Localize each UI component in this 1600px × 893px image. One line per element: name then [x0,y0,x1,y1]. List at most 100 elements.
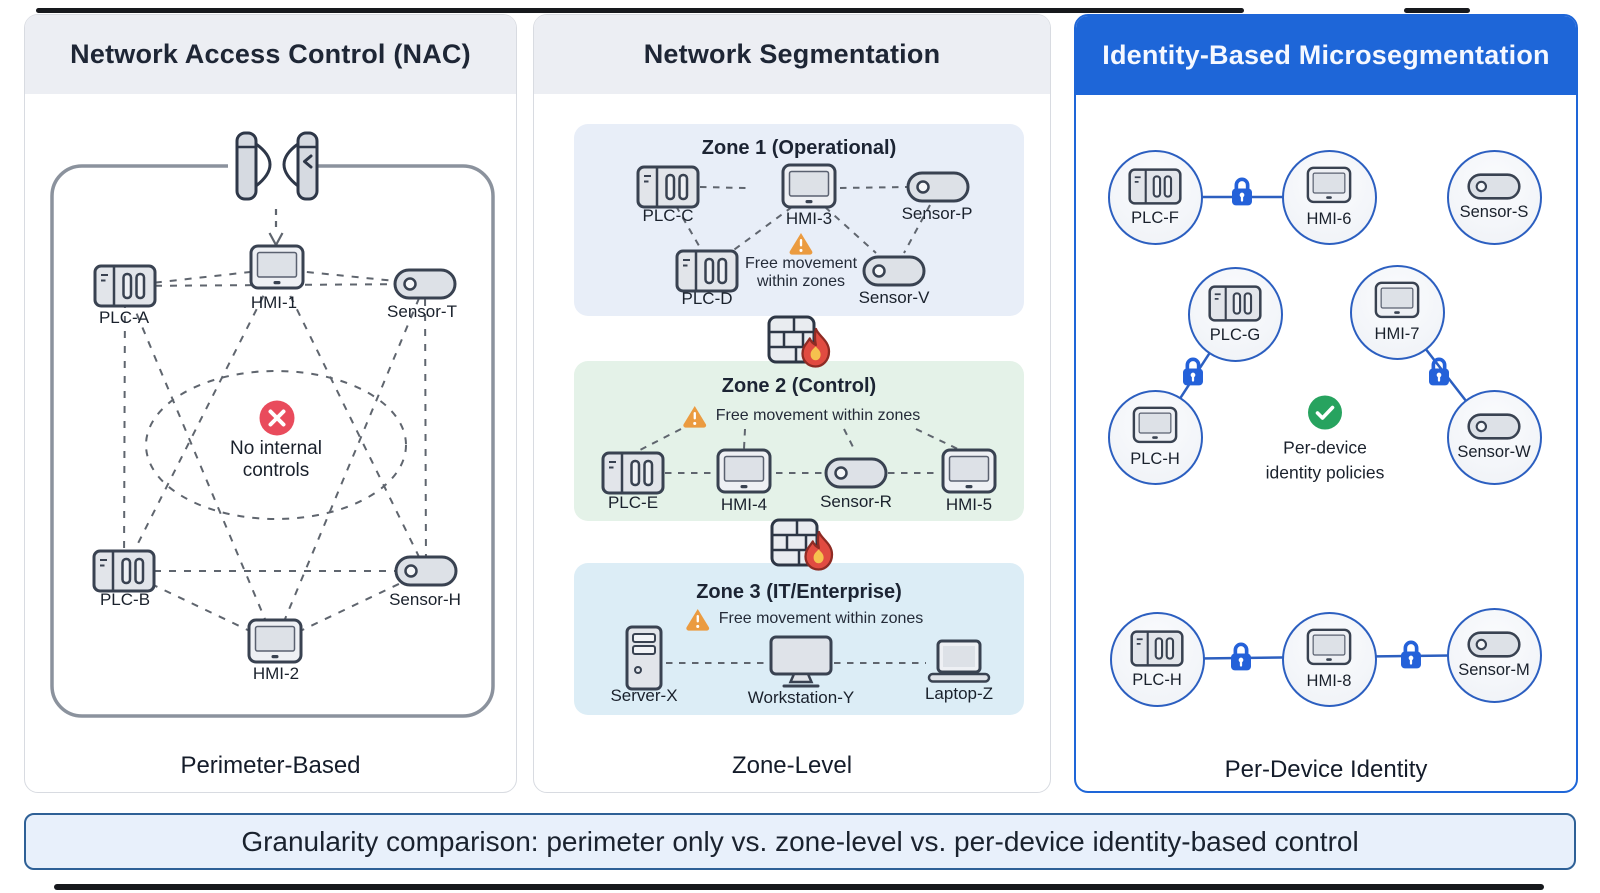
sensor-icon [394,555,458,587]
device-label-hmi-7: HMI-7 [1374,324,1420,343]
device-label-sensor-t: Sensor-T [387,302,457,321]
panel-segmentation-header: Network Segmentation [534,15,1050,94]
panel-nac-header: Network Access Control (NAC) [25,15,516,94]
device-label-hmi-8: HMI-8 [1306,671,1352,690]
device-label-sensor-w: Sensor-W [1457,442,1531,461]
plc-icon [1128,167,1182,206]
device-label-plc-h-mid: PLC-H [1130,449,1180,468]
panel-nac: Network Access Control (NAC) [24,14,517,793]
device-label-server-x: Server-X [610,686,678,705]
zone-3-warning-text: Free movement within zones [718,610,924,627]
firewall-icon [767,315,831,368]
zone-links [637,186,963,664]
firewall-icon [770,518,834,571]
sensor-icon [1467,413,1521,440]
sensor-icon [393,268,457,300]
granularity-banner: Granularity comparison: perimeter only v… [24,813,1576,870]
device-label-plc-a: PLC-A [98,308,150,327]
server-icon [625,625,663,691]
panel-microseg-caption: Per-Device Identity [1224,756,1428,783]
panel-microseg-title: Identity-Based Microsegmentation [1102,40,1550,70]
sensor-icon [862,255,926,287]
sensor-icon [824,457,888,489]
panel-microseg: Identity-Based Microsegmentation PLC-F H… [1074,14,1578,793]
panel-microseg-header: Identity-Based Microsegmentation [1076,16,1576,95]
policy-line1: Per-device [1283,437,1367,458]
zone-1-warning: Free movement within zones [745,231,857,291]
device-node-sensor-w: Sensor-W [1446,389,1542,485]
device-label-hmi-2: HMI-2 [252,664,300,683]
plc-icon [601,451,665,495]
sensor-icon [906,171,970,203]
device-label-hmi-4: HMI-4 [720,495,768,514]
device-node-hmi-6: HMI-6 [1281,149,1377,245]
plc-icon [1208,284,1262,323]
device-label-hmi-1: HMI-1 [250,293,298,312]
plc-icon [1130,629,1184,668]
sensor-icon [1467,631,1521,658]
device-label-plc-c: PLC-C [642,206,694,225]
plc-icon [636,165,700,209]
screen-artifact-bar-bottom [54,884,1544,890]
check-circle-icon [1307,395,1343,436]
device-label-sensor-r: Sensor-R [820,492,892,511]
nac-diagram-canvas [50,131,495,718]
policy-line2: identity policies [1265,462,1385,483]
hmi-icon [1303,628,1355,669]
turnstile-icon [235,131,319,201]
device-label-workstation-y: Workstation-Y [747,688,855,707]
laptop-icon [927,639,991,683]
device-label-hmi-5: HMI-5 [945,495,993,514]
device-label-hmi-3: HMI-3 [785,209,833,228]
panel-nac-caption: Perimeter-Based [180,752,361,779]
zone-2-warning-text: Free movement within zones [715,407,921,424]
panel-segmentation: Network Segmentation [533,14,1051,793]
granularity-banner-text: Granularity comparison: perimeter only v… [241,825,1359,857]
device-node-plc-g: PLC-G [1187,266,1283,362]
lock-icon [1179,355,1207,393]
device-label-sensor-v: Sensor-V [858,288,930,307]
x-circle-icon [259,400,295,436]
device-node-plc-h-mid: PLC-H [1107,389,1203,485]
zone-1-warning-line2: within zones [756,273,846,290]
zone-2-warning: Free movement within zones [682,404,921,428]
device-label-plc-b: PLC-B [99,590,151,609]
warning-icon [682,404,708,428]
device-label-plc-h-bottom: PLC-H [1132,670,1182,689]
lock-icon [1228,175,1256,213]
entry-arrow-icon [268,209,284,247]
plc-icon [675,249,739,293]
screen-artifact-bar-top [36,8,1244,13]
segmentation-diagram-canvas [601,163,997,691]
hmi-icon [781,163,837,209]
hmi-icon [1371,281,1423,322]
device-label-plc-d: PLC-D [681,289,733,308]
zone-2-title: Zone 2 (Control) [721,375,877,397]
screen-artifact-bar-top-right [1404,8,1470,13]
zone-1 [574,124,1024,316]
device-node-hmi-7: HMI-7 [1349,264,1445,360]
device-label-sensor-h: Sensor-H [389,590,461,609]
no-controls-line2: controls [242,460,310,481]
device-node-sensor-m: Sensor-M [1446,607,1542,703]
lock-icon [1397,638,1425,676]
lock-icon [1227,640,1255,678]
hmi-icon [1303,166,1355,207]
lock-icon [1425,355,1453,393]
device-label-plc-g: PLC-G [1209,325,1261,344]
device-label-plc-f: PLC-F [1131,208,1179,227]
no-controls-line1: No internal [230,438,322,459]
device-node-hmi-8: HMI-8 [1281,611,1377,707]
device-label-sensor-s: Sensor-S [1459,202,1529,221]
plc-icon [92,549,156,593]
device-label-plc-e: PLC-E [607,493,659,512]
hmi-icon [941,448,997,494]
panel-segmentation-caption: Zone-Level [731,752,853,779]
workstation-icon [769,635,833,688]
warning-icon [685,607,711,631]
device-label-laptop-z: Laptop-Z [924,684,994,703]
plc-icon [93,264,157,308]
device-label-sensor-p: Sensor-P [901,204,973,223]
hmi-icon [247,618,303,664]
